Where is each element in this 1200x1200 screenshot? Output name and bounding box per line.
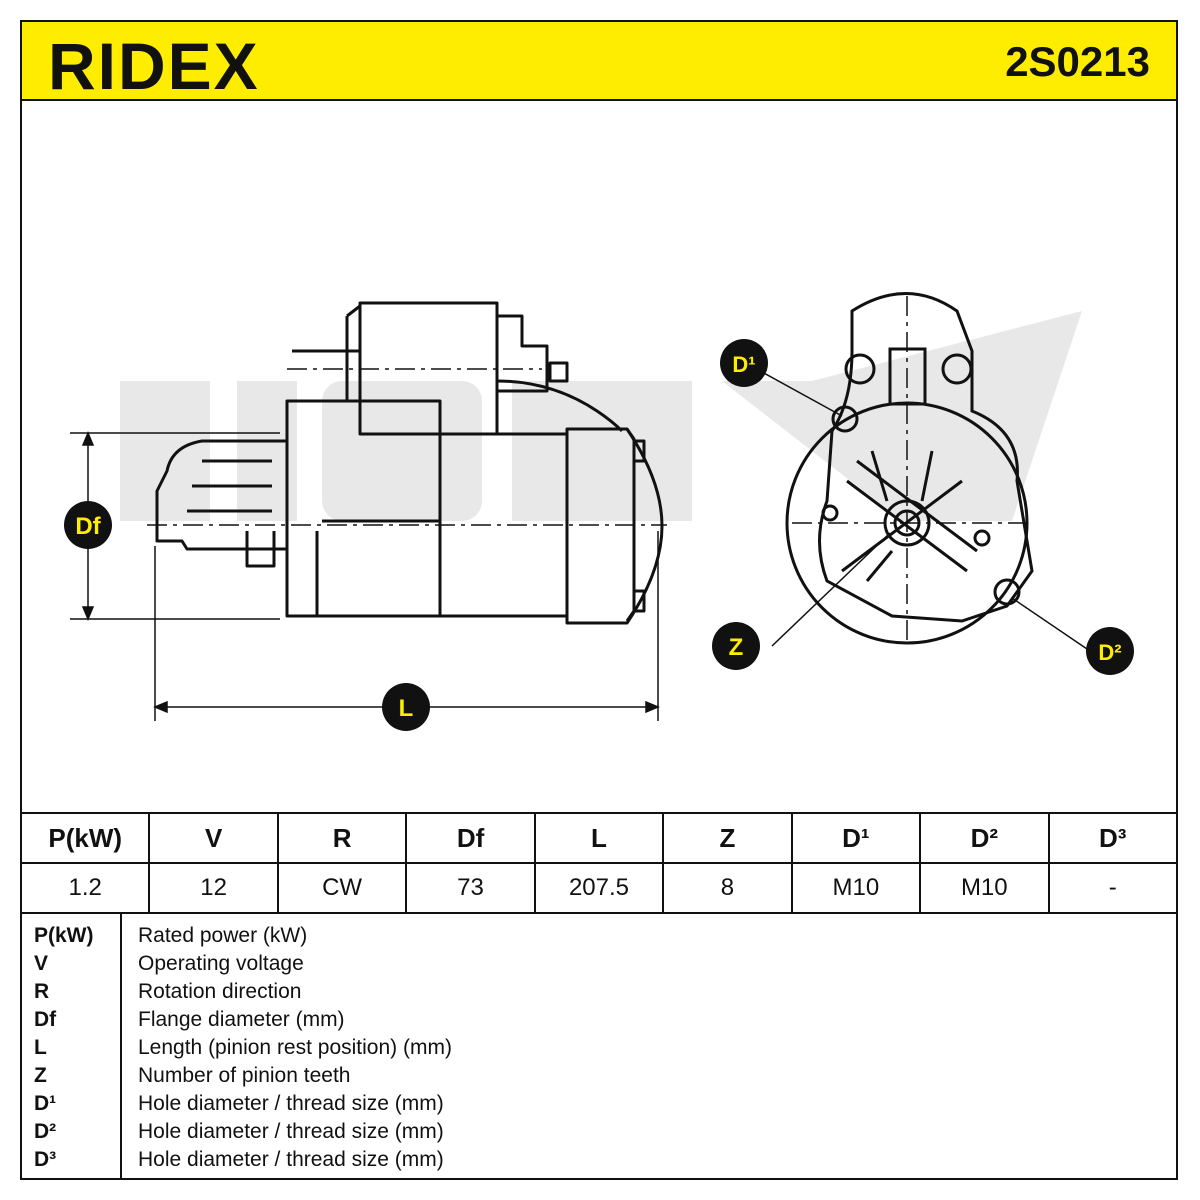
part-number: 2S0213 [1005, 38, 1150, 85]
spec-header: R [276, 812, 408, 864]
legend-desc: Flange diameter (mm) [138, 1008, 345, 1031]
header-bar: RIDEX 2S0213 [20, 20, 1178, 103]
spec-header: D³ [1047, 812, 1178, 864]
legend-key: Df [34, 1008, 57, 1031]
callout-d2: D² [1086, 627, 1134, 675]
spec-header: D¹ [790, 812, 922, 864]
legend: P(kW) Rated power (kW) V Operating volta… [20, 912, 1178, 1180]
legend-key: D¹ [34, 1092, 57, 1115]
legend-desc: Operating voltage [138, 952, 304, 975]
legend-key: D³ [34, 1148, 57, 1171]
spec-value: M10 [790, 862, 922, 914]
legend-row: Z Number of pinion teeth [22, 1064, 1176, 1092]
spec-value: 8 [662, 862, 793, 914]
callout-df: Df [64, 501, 112, 549]
callout-d1: D¹ [720, 339, 768, 387]
legend-row: D¹ Hole diameter / thread size (mm) [22, 1092, 1176, 1120]
spec-value-row: 1.2 12 CW 73 207.5 8 M10 M10 - [19, 862, 1178, 914]
legend-desc: Hole diameter / thread size (mm) [138, 1092, 444, 1115]
legend-key: V [34, 952, 49, 975]
legend-key: Z [34, 1064, 47, 1087]
legend-row: Df Flange diameter (mm) [22, 1008, 1176, 1036]
spec-header: Df [405, 812, 536, 864]
spec-header: L [533, 812, 665, 864]
svg-text:Df: Df [75, 513, 101, 540]
legend-divider [120, 914, 122, 1178]
legend-desc: Hole diameter / thread size (mm) [138, 1120, 444, 1143]
spec-header: P(kW) [19, 812, 151, 864]
starter-drawing-svg: Df L D¹ Z D² [64, 292, 1134, 731]
legend-row: D³ Hole diameter / thread size (mm) [22, 1148, 1176, 1176]
legend-desc: Rotation direction [138, 980, 302, 1003]
spec-value: CW [276, 862, 408, 914]
d2-hole [993, 578, 1021, 606]
legend-desc: Number of pinion teeth [138, 1064, 351, 1087]
brand-logo: RIDEX [48, 29, 260, 103]
spec-table: P(kW) V R Df L Z D¹ D² D³ 1.2 12 CW 73 2… [19, 812, 1178, 914]
callout-z: Z [712, 622, 760, 670]
callout-l: L [382, 683, 430, 731]
drive-housing [285, 399, 442, 618]
technical-drawing: Df L D¹ Z D² [22, 101, 1176, 813]
legend-desc: Hole diameter / thread size (mm) [138, 1148, 444, 1171]
legend-key: L [34, 1036, 47, 1059]
legend-row: P(kW) Rated power (kW) [22, 924, 1176, 952]
spec-value: M10 [919, 862, 1050, 914]
legend-key: R [34, 980, 50, 1003]
legend-row: R Rotation direction [22, 980, 1176, 1008]
legend-row: V Operating voltage [22, 952, 1176, 980]
d1-hole [831, 405, 859, 433]
watermark [120, 311, 1082, 521]
spec-value: 12 [148, 862, 279, 914]
spec-header-row: P(kW) V R Df L Z D¹ D² D³ [19, 812, 1178, 864]
spec-value: 1.2 [19, 862, 151, 914]
legend-row: L Length (pinion rest position) (mm) [22, 1036, 1176, 1064]
spec-value: 73 [405, 862, 536, 914]
spec-header: Z [662, 812, 793, 864]
pinion-nose [155, 439, 287, 551]
spec-header: V [148, 812, 279, 864]
svg-text:Z: Z [729, 634, 744, 661]
spec-value: 207.5 [533, 862, 665, 914]
svg-text:L: L [399, 695, 414, 722]
legend-desc: Rated power (kW) [138, 924, 308, 947]
svg-text:D²: D² [1098, 640, 1121, 665]
spec-header: D² [919, 812, 1050, 864]
legend-key: P(kW) [34, 924, 94, 947]
spec-value: - [1047, 862, 1178, 914]
legend-key: D² [34, 1120, 57, 1143]
legend-desc: Length (pinion rest position) (mm) [138, 1036, 452, 1059]
legend-row: D² Hole diameter / thread size (mm) [22, 1120, 1176, 1148]
svg-text:D¹: D¹ [732, 352, 755, 377]
